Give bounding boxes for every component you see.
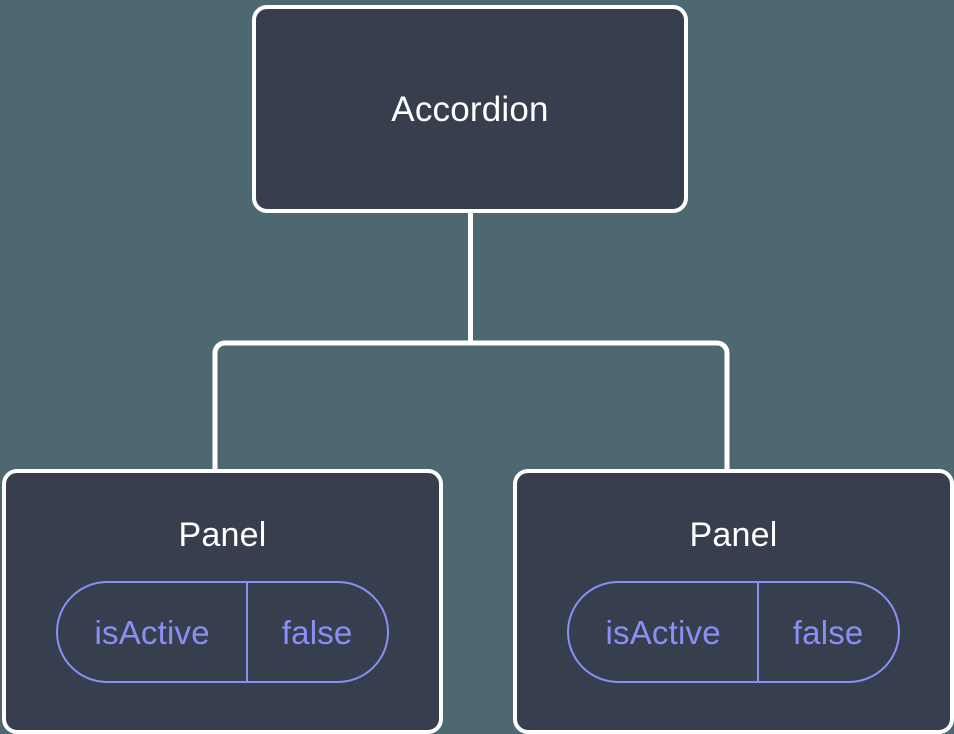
node-panel-right[interactable]: Panel isActive false [513, 469, 954, 734]
edge-to-panel-left [212, 340, 471, 471]
node-panel-left[interactable]: Panel isActive false [2, 469, 443, 734]
node-panel-right-title: Panel [689, 516, 778, 554]
state-badge-panel-right[interactable]: isActive false [567, 581, 900, 683]
node-accordion[interactable]: Accordion [252, 5, 688, 213]
edge-to-panel-right [470, 340, 730, 471]
state-value-label: false [756, 583, 898, 681]
state-value-label: false [245, 583, 387, 681]
state-key-label: isActive [94, 613, 210, 651]
state-key-label: isActive [605, 613, 721, 651]
node-accordion-title: Accordion [391, 89, 549, 129]
node-panel-left-title: Panel [178, 516, 267, 554]
state-badge-panel-left[interactable]: isActive false [56, 581, 389, 683]
